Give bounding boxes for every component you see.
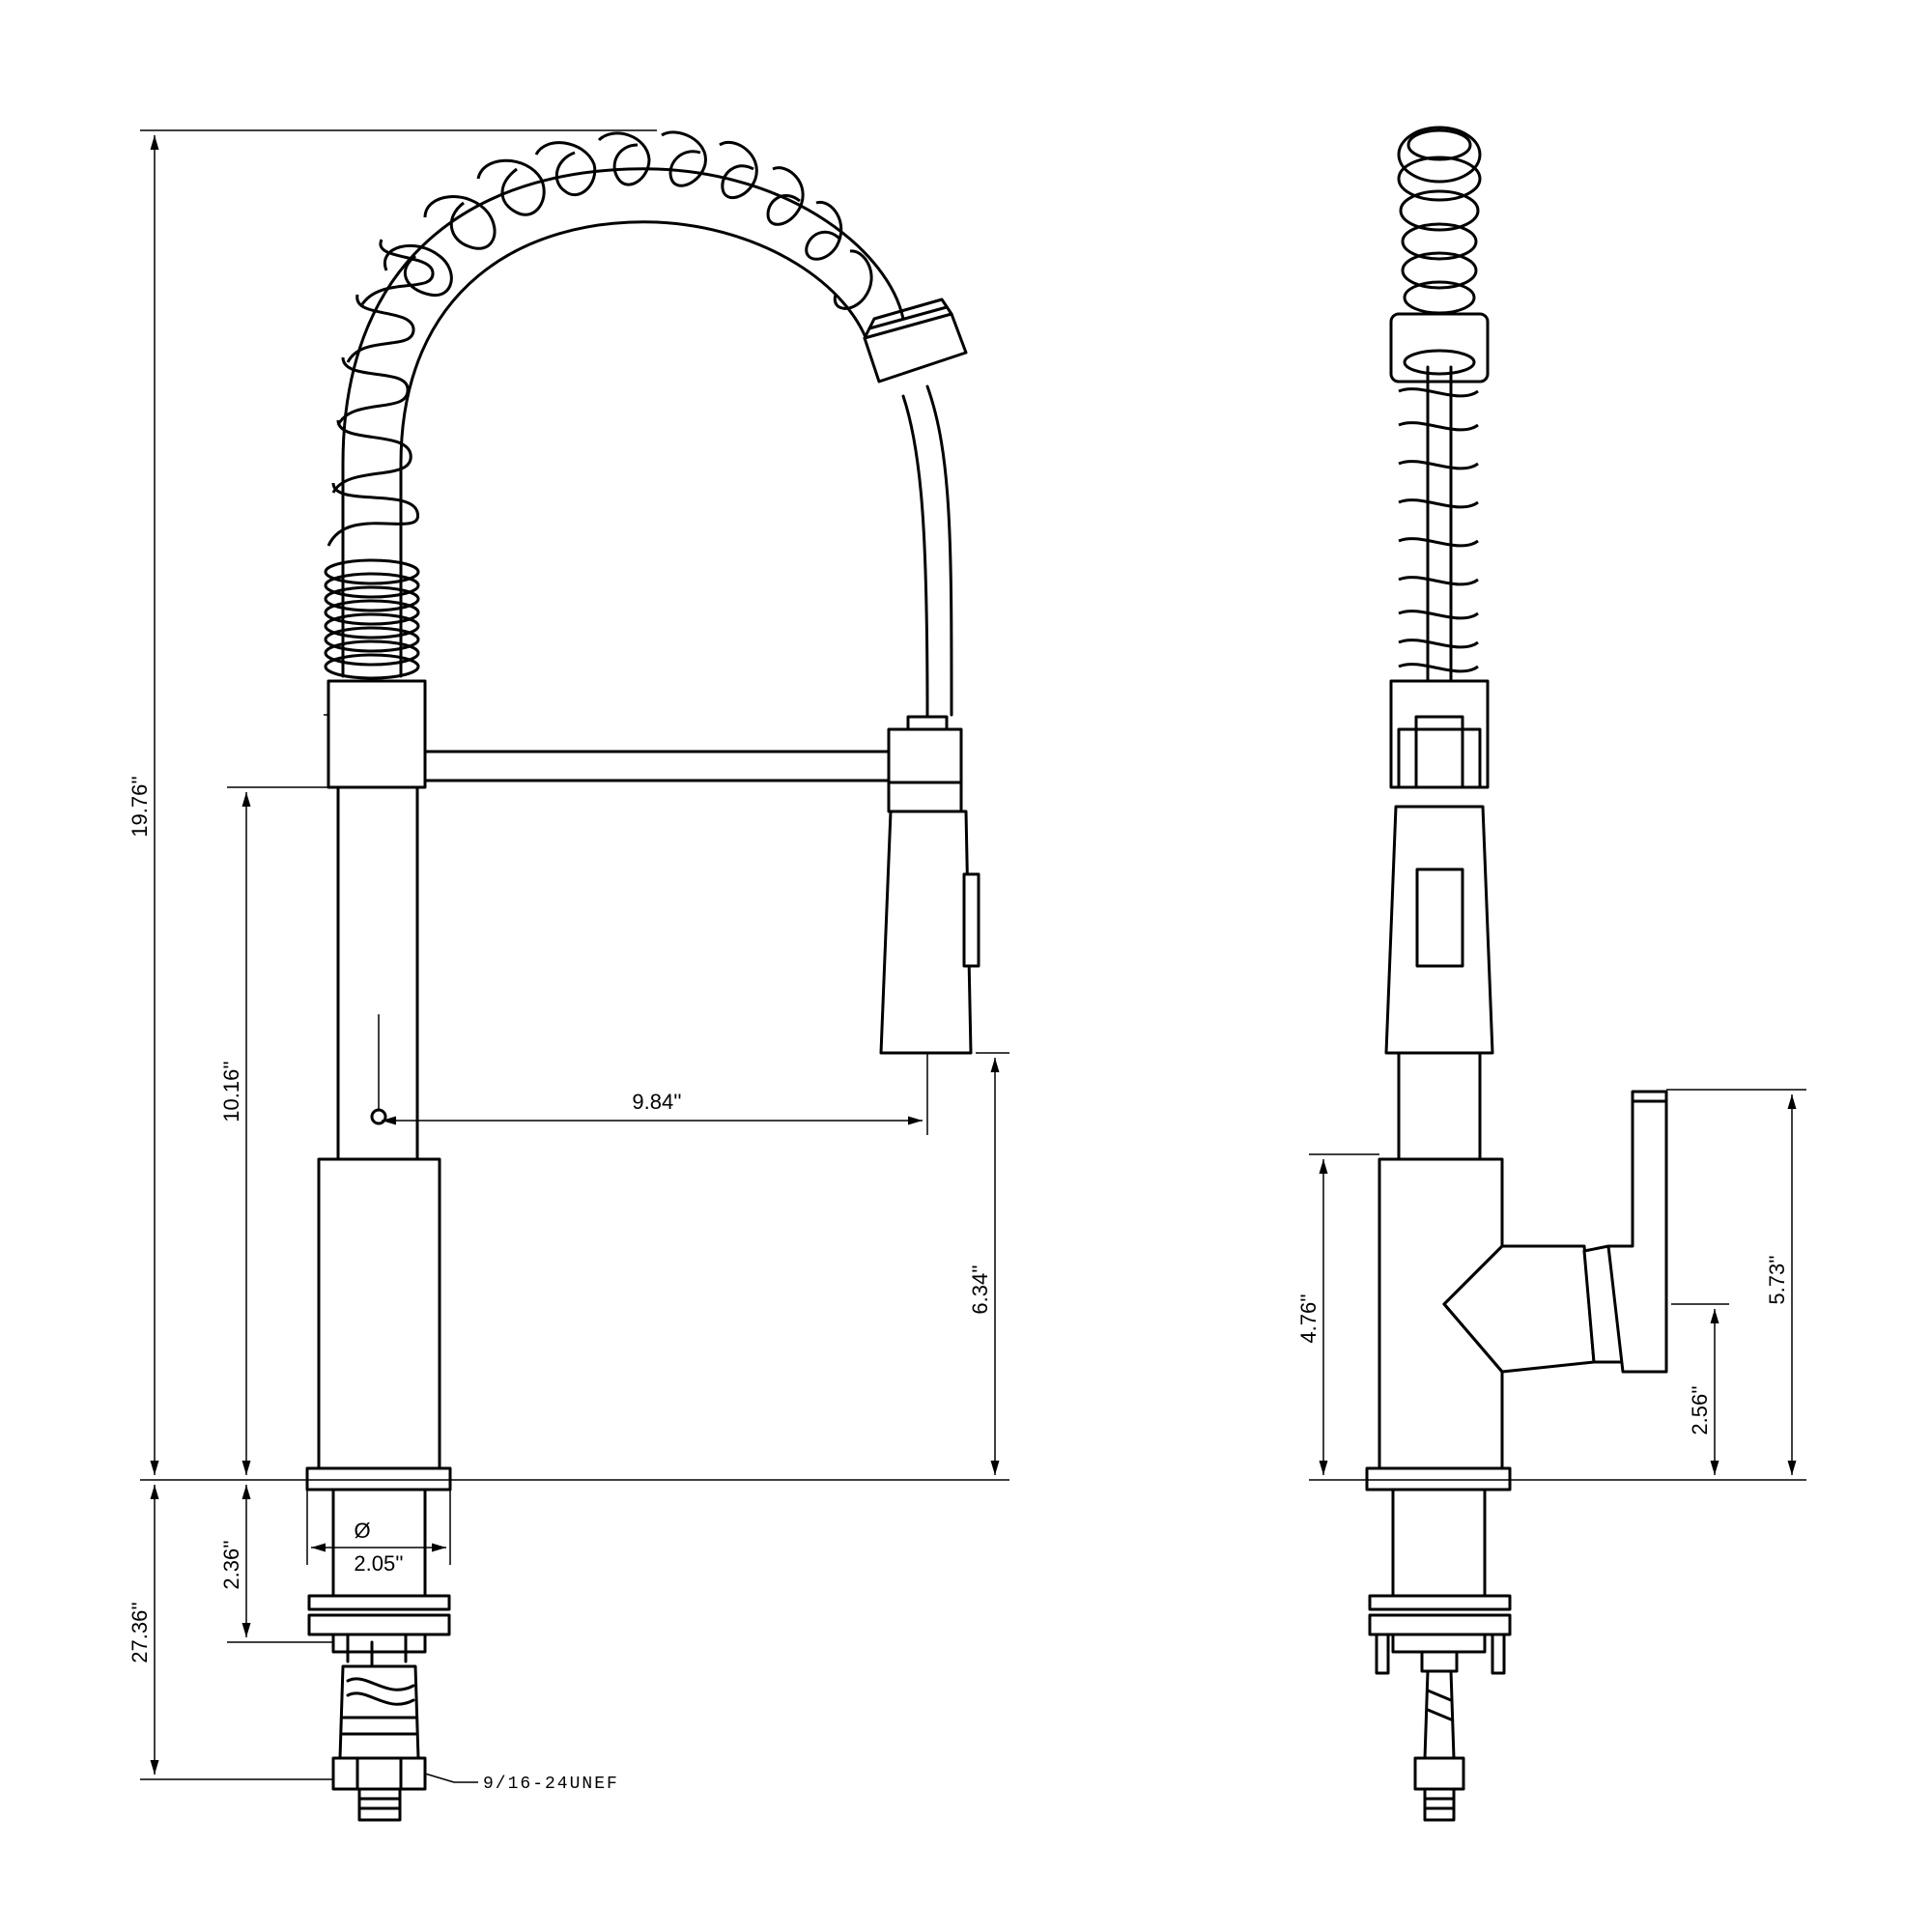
front-hose-outer [341, 167, 905, 678]
side-dimensions: 4.76'' 5.73'' 2.56'' [1296, 1089, 1806, 1481]
front-shank [331, 1488, 427, 1598]
front-base-body [317, 1157, 441, 1470]
dim-spout-height: 10.16'' [219, 1061, 243, 1122]
front-bracket-arm [423, 750, 891, 782]
front-view [305, 130, 980, 1822]
front-sprayhead [879, 810, 973, 1055]
front-spring-vertical [324, 239, 435, 680]
front-hose-inner [399, 220, 871, 678]
side-spring-top [1397, 126, 1482, 315]
front-washer-1 [307, 1594, 451, 1611]
dim-diameter-symbol: Ø [354, 1519, 370, 1543]
front-column [336, 785, 419, 1161]
front-base-ring [305, 1466, 452, 1492]
thread-spec-label: 9/16-24UNEF [483, 1775, 619, 1794]
side-sprayhead-collar [1389, 312, 1490, 384]
dim-side-handle-height: 5.73'' [1765, 1255, 1789, 1304]
dim-total-height: 19.76'' [128, 776, 152, 837]
side-column [1397, 1051, 1482, 1161]
front-sprayhead-collar [863, 298, 968, 384]
side-handle-lever [1606, 1090, 1668, 1374]
dim-total-with-supply: 27.36'' [128, 1602, 152, 1662]
front-hose-drop-2 [925, 384, 953, 717]
front-sprayhead-button [962, 872, 980, 968]
dim-spout-reach: 9.84'' [632, 1090, 681, 1114]
dim-shank-length: 2.36'' [219, 1540, 243, 1589]
dim-spray-clearance: 6.34'' [968, 1264, 992, 1314]
front-spring-arch [383, 130, 873, 310]
dim-side-body-height: 4.76'' [1296, 1293, 1321, 1343]
front-upper-collar [327, 679, 427, 789]
dim-side-handle-pivot: 2.56'' [1688, 1385, 1712, 1435]
side-view [1365, 126, 1668, 1822]
front-barb [357, 1787, 402, 1822]
front-hex-nut [331, 1756, 427, 1791]
side-base-ring [1365, 1466, 1512, 1492]
front-washer-2 [307, 1613, 451, 1636]
front-hose-drop [901, 394, 929, 717]
front-sprayhead-holder [887, 727, 963, 784]
dim-base-diameter: 2.05'' [354, 1551, 403, 1576]
front-dimensions: 19.76'' 10.16'' 9.84'' 6.34'' 2.36'' 27.… [128, 129, 1009, 1794]
side-spring-lower [1398, 387, 1479, 673]
side-sprayhead-button [1415, 867, 1464, 968]
